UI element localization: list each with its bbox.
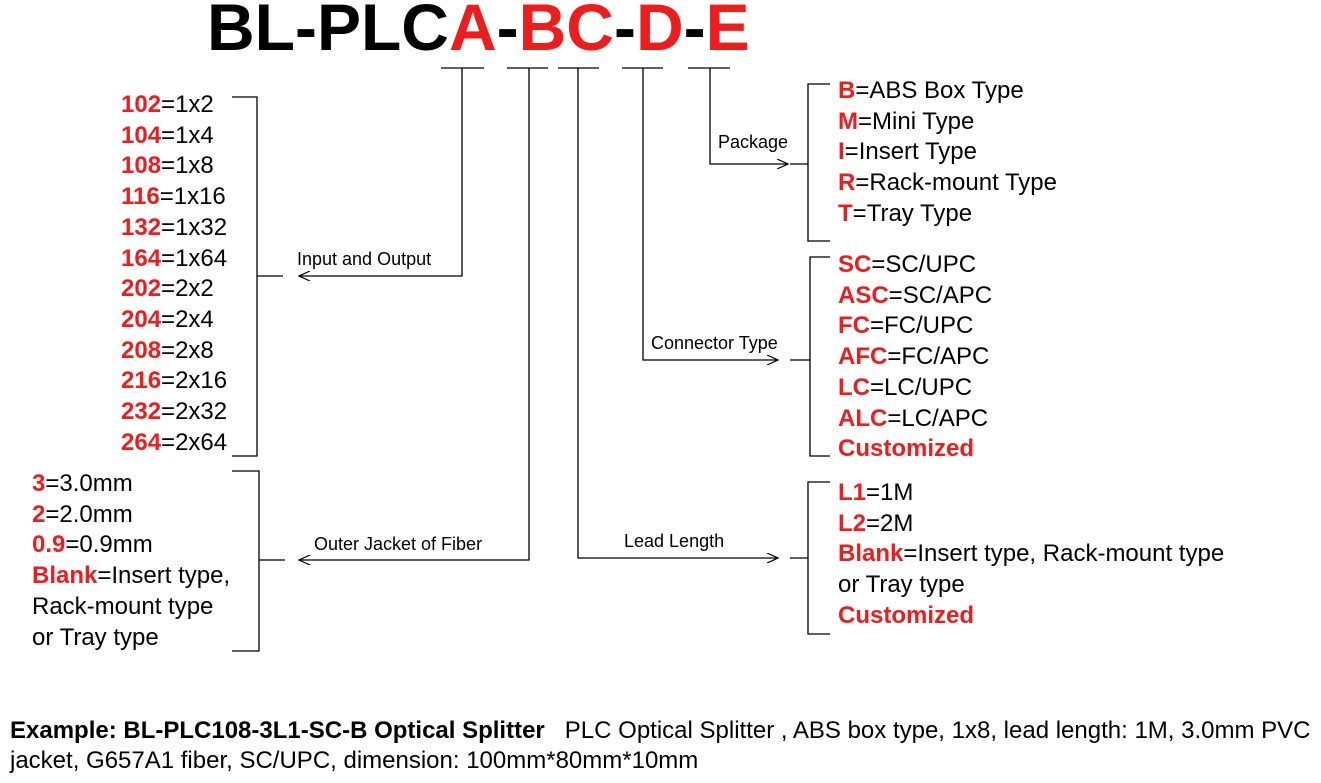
list-item: 264=2x64 [121,428,228,456]
list-item: AFC=FC/APC [838,343,990,371]
lead-length-list: L1=1M L2=2M Blank=Insert type, Rack-moun… [838,478,1224,632]
brace-outer-jacket [232,470,285,652]
brace-input-output [232,96,283,457]
title-seg-e: E [705,0,750,64]
list-item: FC=FC/UPC [838,312,974,340]
input-output-list: 102=1x2 104=1x4 108=1x8 116=1x16 132=1x3… [121,90,227,458]
list-item: 216=2x16 [121,367,228,395]
list-item: ASC=SC/APC [838,281,993,309]
list-item: or Tray type [32,623,159,651]
list-item: 232=2x32 [121,398,228,426]
list-item: or Tray type [838,571,965,599]
label-package: Package [718,132,789,152]
list-item: M=Mini Type [838,107,975,135]
label-lead-length: Lead Length [624,531,725,551]
list-item: SC=SC/UPC [838,251,977,278]
list-item: 104=1x4 [121,121,214,149]
line-package [709,68,788,164]
outer-jacket-list: 3=3.0mm 2=2.0mm 0.9=0.9mm Blank=Insert t… [32,469,230,653]
list-item: 164=1x64 [121,244,228,272]
title-dash-3: - [683,0,706,64]
title-seg-a: A [448,0,497,64]
list-item: LC=LC/UPC [838,373,973,401]
list-item: Blank=Insert type, Rack-mount type [838,540,1225,568]
list-item: L1=1M [838,479,914,506]
label-input-output: Input and Output [297,249,432,269]
list-item: 102=1x2 [121,91,214,118]
list-item: Rack-mount type [32,592,214,620]
list-item: 2=2.0mm [32,500,133,528]
list-item: B=ABS Box Type [838,77,1024,104]
line-input-output [299,68,463,276]
example-text: Example: BL-PLC108-3L1-SC-B Optical Spli… [10,716,1315,776]
brace-connector [790,256,830,457]
package-list: B=ABS Box Type M=Mini Type I=Insert Type… [838,76,1057,230]
connector-list: SC=SC/UPC ASC=SC/APC FC=FC/UPC AFC=FC/AP… [838,250,992,465]
list-item: 3=3.0mm [32,470,133,497]
list-item: 204=2x4 [121,305,214,333]
list-item: ALC=LC/APC [838,404,989,432]
list-item: 116=1x16 [121,183,226,211]
title-prefix: BL-PLC [207,0,449,64]
label-outer-jacket: Outer Jacket of Fiber [314,534,483,554]
list-item: T=Tray Type [838,199,973,227]
title-seg-bc: BC [518,0,614,64]
list-item: 132=1x32 [121,213,228,241]
brace-lead-length [790,481,830,635]
list-item: 108=1x8 [121,152,214,180]
list-item: 202=2x2 [121,275,214,303]
line-connector-type [642,68,778,360]
title-seg-d: D [635,0,684,64]
list-item: I=Insert Type [838,138,977,166]
part-number-title: BL-PLCA-BC-D-E [207,0,750,60]
list-item-customized: Customized [838,601,975,629]
example-description: PLC Optical Splitter , ABS box type, 1x8… [10,717,1311,774]
example-label: Example: BL-PLC108-3L1-SC-B Optical Spli… [10,717,545,744]
list-item: 208=2x8 [121,336,214,364]
line-outer-jacket [299,68,530,560]
list-item: 0.9=0.9mm [32,531,153,559]
line-lead-length [577,68,778,558]
list-item-customized: Customized [838,435,975,463]
title-dash-1: - [496,0,519,64]
brace-package [790,83,830,242]
list-item: R=Rack-mount Type [838,169,1057,197]
list-item: Blank=Insert type, [32,562,231,590]
title-dash-2: - [613,0,636,64]
label-connector-type: Connector Type [651,333,778,353]
list-item: L2=2M [838,509,914,537]
